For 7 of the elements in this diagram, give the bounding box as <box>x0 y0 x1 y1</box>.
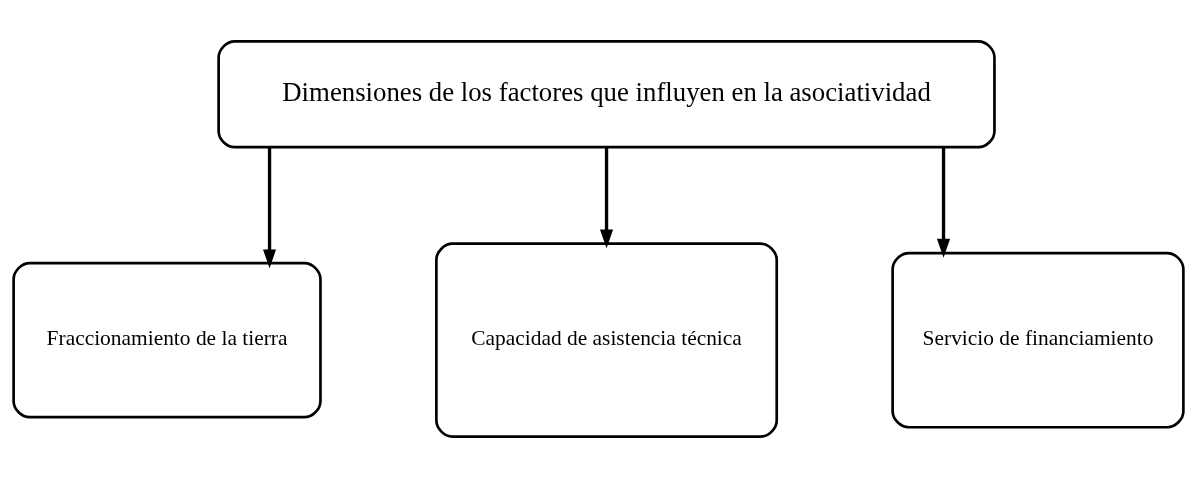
arrow <box>262 147 277 268</box>
node-box: Servicio de financiamiento <box>891 251 1185 429</box>
node-box: Capacidad de asistencia técnica <box>435 241 779 438</box>
node-box: Fraccionamiento de la tierra <box>12 261 322 419</box>
arrow <box>936 147 951 258</box>
node-box: Dimensiones de los factores que influyen en la asociatividad <box>217 39 996 149</box>
arrow <box>599 147 614 248</box>
